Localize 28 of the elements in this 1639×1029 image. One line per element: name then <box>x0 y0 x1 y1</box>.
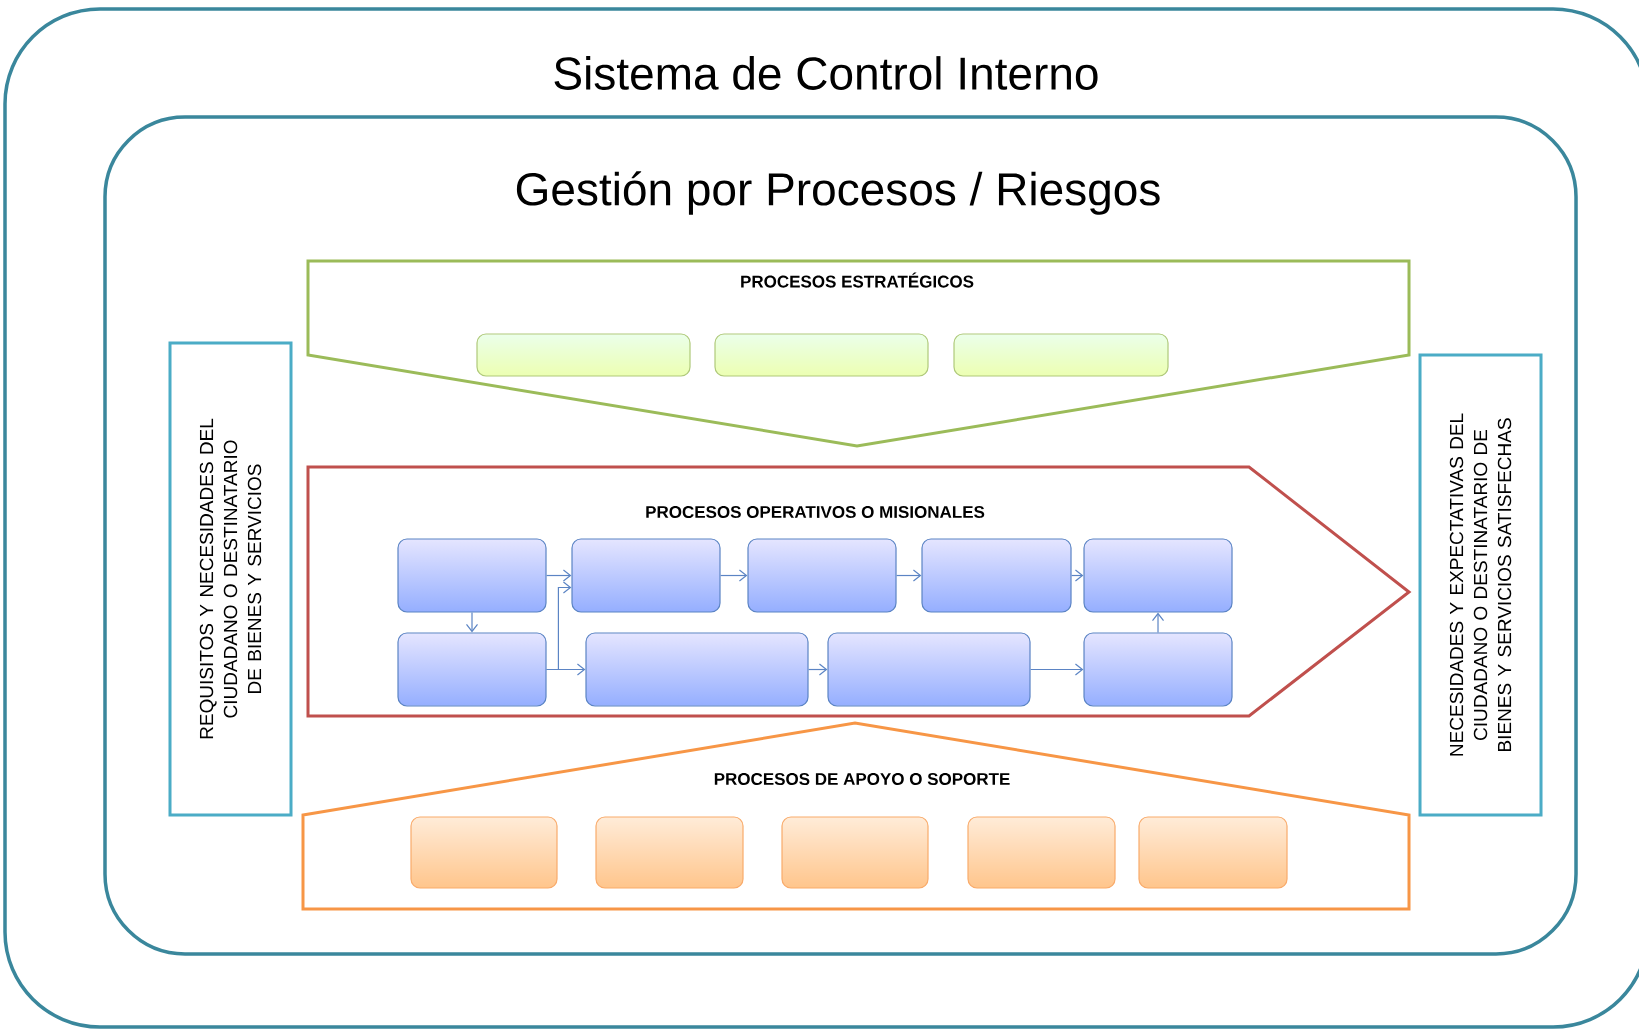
process-box <box>921 538 1072 613</box>
arrow <box>1151 612 1165 633</box>
arrow <box>546 569 572 582</box>
process-box <box>953 333 1169 377</box>
process-box <box>827 632 1031 707</box>
process-box <box>781 816 929 889</box>
arrow <box>1030 663 1084 676</box>
process-box <box>476 333 691 377</box>
side-text-box: NECESIDADES Y EXPECTATIVAS DEL CIUDADANO O DESTINATARIO DE BIENES Y SERVICIOS SATISFECHAS <box>1418 353 1543 817</box>
strategic-chevron: PROCESOS ESTRATÉGICOS <box>306 259 1411 448</box>
side-text-box: REQUISITOS Y NECESIDADES DEL CIUDADANO O DESTINATARIO DE BIENES Y SERVICIOS <box>168 341 293 817</box>
process-box <box>714 333 929 377</box>
process-box <box>747 538 897 613</box>
arrow <box>896 569 922 582</box>
process-box <box>410 816 558 889</box>
arrow <box>546 581 572 671</box>
process-box <box>1083 538 1233 613</box>
process-box <box>595 816 744 889</box>
arrow <box>808 663 828 676</box>
process-box <box>1083 632 1233 707</box>
process-box <box>397 538 547 613</box>
process-box <box>397 632 547 707</box>
process-box <box>585 632 809 707</box>
arrow <box>720 569 748 582</box>
arrow <box>465 612 479 633</box>
process-box <box>967 816 1116 889</box>
process-box <box>571 538 721 613</box>
process-box <box>1138 816 1288 889</box>
